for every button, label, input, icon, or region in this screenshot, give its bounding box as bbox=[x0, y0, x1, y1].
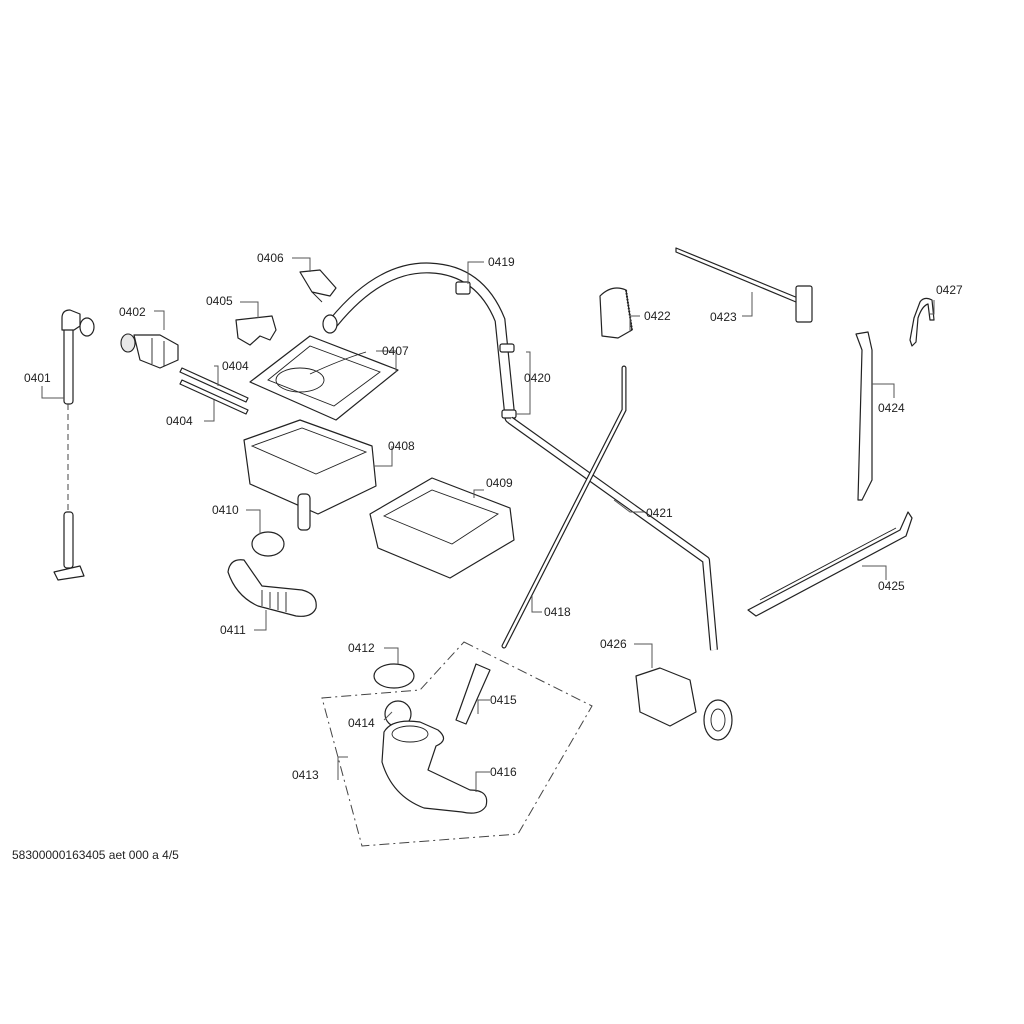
part-0424[interactable] bbox=[855, 331, 873, 501]
part-0422[interactable] bbox=[599, 287, 633, 339]
part-0411[interactable] bbox=[227, 559, 317, 617]
drawing-reference-footer: 58300000163405 aet 000 a 4/5 bbox=[12, 848, 179, 862]
part-0410[interactable] bbox=[251, 531, 285, 557]
label-0402[interactable]: 0402 bbox=[119, 305, 146, 319]
label-0419[interactable]: 0419 bbox=[488, 255, 515, 269]
label-0401[interactable]: 0401 bbox=[24, 371, 51, 385]
part-0421[interactable] bbox=[507, 416, 718, 651]
part-0419[interactable] bbox=[322, 262, 517, 424]
part-0402[interactable] bbox=[120, 333, 179, 369]
part-0426[interactable] bbox=[635, 667, 733, 741]
group-outline-0413 bbox=[321, 641, 593, 847]
label-0424[interactable]: 0424 bbox=[878, 401, 905, 415]
label-0425[interactable]: 0425 bbox=[878, 579, 905, 593]
label-0421[interactable]: 0421 bbox=[646, 506, 673, 520]
label-0414[interactable]: 0414 bbox=[348, 716, 375, 730]
label-0404[interactable]: 0404 bbox=[166, 414, 193, 428]
label-0412[interactable]: 0412 bbox=[348, 641, 375, 655]
label-0405[interactable]: 0405 bbox=[206, 294, 233, 308]
part-0404[interactable] bbox=[179, 367, 249, 415]
part-0401[interactable] bbox=[53, 309, 95, 581]
label-0409[interactable]: 0409 bbox=[486, 476, 513, 490]
part-0406[interactable] bbox=[299, 269, 337, 303]
part-0423[interactable] bbox=[675, 247, 813, 323]
leader-lines bbox=[41, 257, 935, 792]
label-0407[interactable]: 0407 bbox=[382, 344, 409, 358]
label-0423[interactable]: 0423 bbox=[710, 310, 737, 324]
label-0416[interactable]: 0416 bbox=[490, 765, 517, 779]
label-0404[interactable]: 0404 bbox=[222, 359, 249, 373]
part-0416[interactable] bbox=[381, 720, 488, 814]
part-0408[interactable] bbox=[243, 419, 377, 531]
part-0415[interactable] bbox=[455, 663, 491, 725]
part-0418[interactable] bbox=[501, 365, 627, 649]
part-0405[interactable] bbox=[235, 315, 277, 346]
part-0409[interactable] bbox=[369, 477, 515, 579]
part-0427[interactable] bbox=[909, 297, 935, 347]
label-0418[interactable]: 0418 bbox=[544, 605, 571, 619]
part-0407[interactable] bbox=[249, 335, 399, 421]
part-labels: 0401 0402 0404 0404 0405 0406 0407 0408 … bbox=[24, 251, 963, 782]
part-0425[interactable] bbox=[747, 511, 913, 617]
label-0426[interactable]: 0426 bbox=[600, 637, 627, 651]
label-0408[interactable]: 0408 bbox=[388, 439, 415, 453]
label-0422[interactable]: 0422 bbox=[644, 309, 671, 323]
label-0420[interactable]: 0420 bbox=[524, 371, 551, 385]
label-0415[interactable]: 0415 bbox=[490, 693, 517, 707]
label-0406[interactable]: 0406 bbox=[257, 251, 284, 265]
label-0427[interactable]: 0427 bbox=[936, 283, 963, 297]
label-0410[interactable]: 0410 bbox=[212, 503, 239, 517]
label-0411[interactable]: 0411 bbox=[220, 623, 246, 637]
label-0413[interactable]: 0413 bbox=[292, 768, 319, 782]
part-0412[interactable] bbox=[373, 663, 415, 689]
